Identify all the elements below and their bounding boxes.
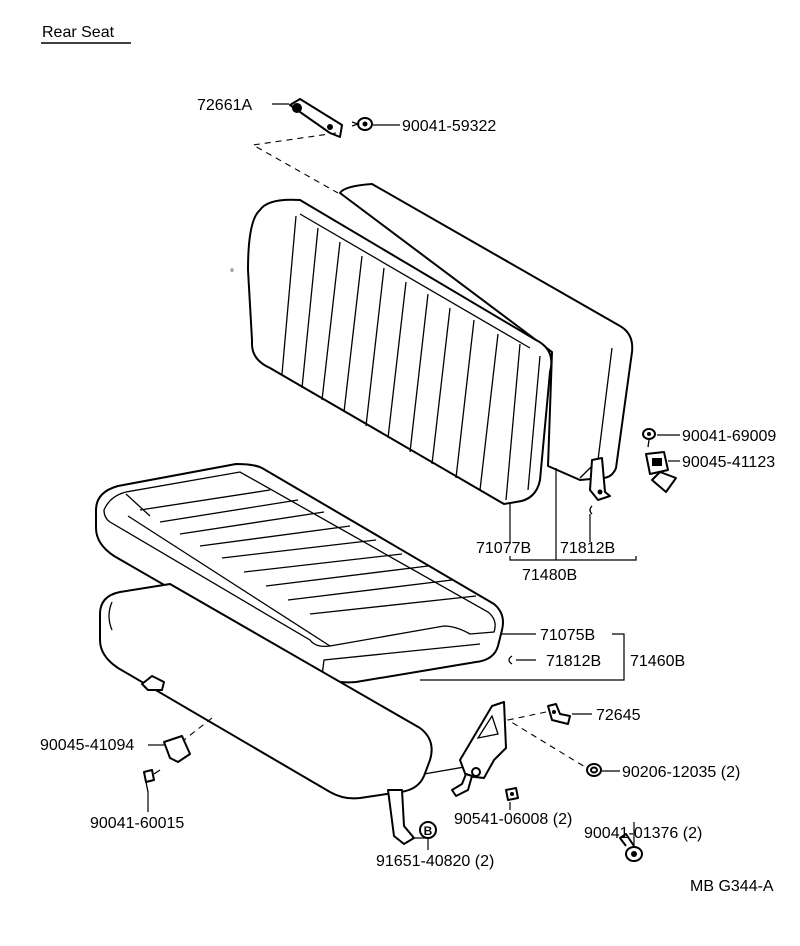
label-90041-69009: 90041-69009 xyxy=(682,428,776,445)
assembly-line-top xyxy=(251,132,339,194)
diagram-title: Rear Seat xyxy=(42,24,115,41)
label-90045-41123: 90045-41123 xyxy=(682,454,775,471)
hinge-plate-upper xyxy=(589,457,611,501)
diagram-code: MB G344-A xyxy=(690,878,774,895)
label-90206-12035: 90206-12035 (2) xyxy=(622,764,740,781)
label-90541-06008: 90541-06008 (2) xyxy=(454,811,572,828)
assembly-line-left xyxy=(183,717,213,741)
label-71460b: 71460B xyxy=(630,653,685,670)
screw-90041-60015 xyxy=(143,769,161,793)
marker-b-text: B xyxy=(424,824,433,838)
label-90041-01376: 90041-01376 (2) xyxy=(584,825,702,842)
bolt-90041-01376 xyxy=(619,833,643,862)
label-90041-59322: 90041-59322 xyxy=(402,118,496,135)
clip-71812b-lower xyxy=(508,655,513,665)
label-72645: 72645 xyxy=(596,707,641,724)
bracket-71460b xyxy=(420,633,625,681)
side-bracket xyxy=(459,701,507,779)
assembly-line-right xyxy=(506,711,591,771)
bracket-71480b xyxy=(509,556,637,561)
label-71812b-lower: 71812B xyxy=(546,653,601,670)
clip-72645 xyxy=(547,703,571,725)
label-90045-41094: 90045-41094 xyxy=(40,737,134,754)
hook-90045-41094 xyxy=(163,735,191,763)
washer-90206-12035 xyxy=(586,763,602,777)
nut-90541-06008 xyxy=(505,787,519,801)
screw-90041-59322 xyxy=(351,117,373,131)
label-90041-60015: 90041-60015 xyxy=(90,815,184,832)
clip-71812b-upper xyxy=(589,505,593,515)
label-72661a: 72661A xyxy=(197,97,252,114)
seat-back-cushion xyxy=(247,198,553,505)
hook-90045-41123 xyxy=(645,451,677,493)
leader-91651-40820 xyxy=(412,837,429,850)
label-71812b-upper: 71812B xyxy=(560,540,615,557)
seat-cushion-top xyxy=(95,463,504,684)
bracket-72661a xyxy=(289,98,343,138)
frame-foot-left xyxy=(141,675,165,691)
screw-90041-69009 xyxy=(642,428,656,448)
label-71480b: 71480B xyxy=(522,567,577,584)
label-71077b: 71077B xyxy=(476,540,531,557)
label-71075b: 71075B xyxy=(540,627,595,644)
label-91651-40820: 91651-40820 (2) xyxy=(376,853,494,870)
stray-mark: ° xyxy=(230,268,234,279)
